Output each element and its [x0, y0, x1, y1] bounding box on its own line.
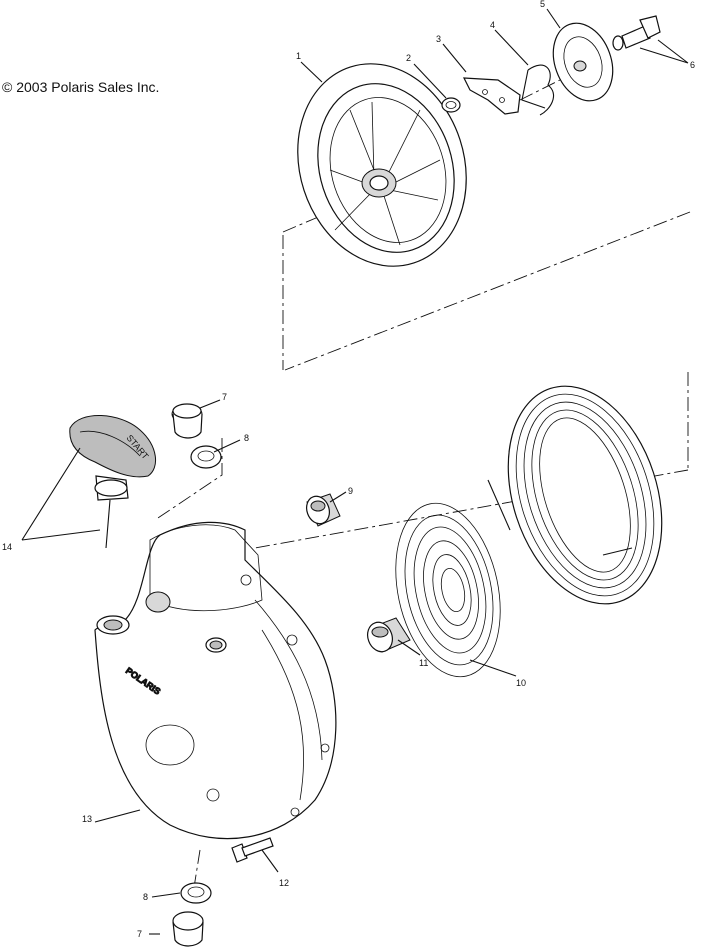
copyright-notice: © 2003 Polaris Sales Inc.	[2, 79, 160, 95]
part-8-washer-lower	[180, 882, 212, 904]
part-12-bolt	[231, 837, 274, 863]
assembly-lines	[154, 79, 691, 901]
starter-handle: START	[69, 415, 156, 549]
axis-line-upper	[284, 211, 691, 371]
callout-c2: 2	[406, 53, 411, 63]
part-7-plug-upper	[171, 403, 203, 439]
pulley	[297, 63, 467, 267]
callout-c14: 14	[2, 542, 12, 552]
part-8-washer-upper	[190, 445, 222, 469]
leader-lines	[21, 8, 689, 935]
callout-c3: 3	[436, 34, 441, 44]
part-10-recoil-spring	[395, 502, 501, 678]
callout-c7-upper: 7	[222, 392, 227, 402]
callout-c12: 12	[279, 878, 289, 888]
part-9-bushing	[306, 493, 341, 527]
recoil-rope-coil	[487, 385, 663, 605]
part-5-friction-plate	[552, 22, 614, 102]
part-3-ratchet	[462, 77, 521, 115]
axis-line-lower	[254, 469, 689, 549]
starter-housing: POLARIS	[94, 521, 337, 840]
callout-c8-lower: 8	[143, 892, 148, 902]
part-6-bolt-washer	[612, 15, 661, 51]
callout-c1: 1	[296, 51, 301, 61]
part-7-plug-lower	[172, 911, 204, 947]
callout-c10: 10	[516, 678, 526, 688]
callout-labels: 1 2 3 4 5 6 7 8 9 10 11 12 13 14 8 7	[2, 0, 695, 939]
callout-c9: 9	[348, 486, 353, 496]
callout-c13: 13	[82, 814, 92, 824]
callout-c4: 4	[490, 20, 495, 30]
callout-c8-upper: 8	[244, 433, 249, 443]
callout-c7-lower: 7	[137, 929, 142, 939]
callout-c11: 11	[419, 658, 428, 668]
part-11-bushing	[367, 617, 411, 653]
callout-c6: 6	[690, 60, 695, 70]
part-2-spring	[441, 97, 461, 113]
part-4-friction-spring	[521, 64, 554, 116]
callout-c5: 5	[540, 0, 545, 9]
